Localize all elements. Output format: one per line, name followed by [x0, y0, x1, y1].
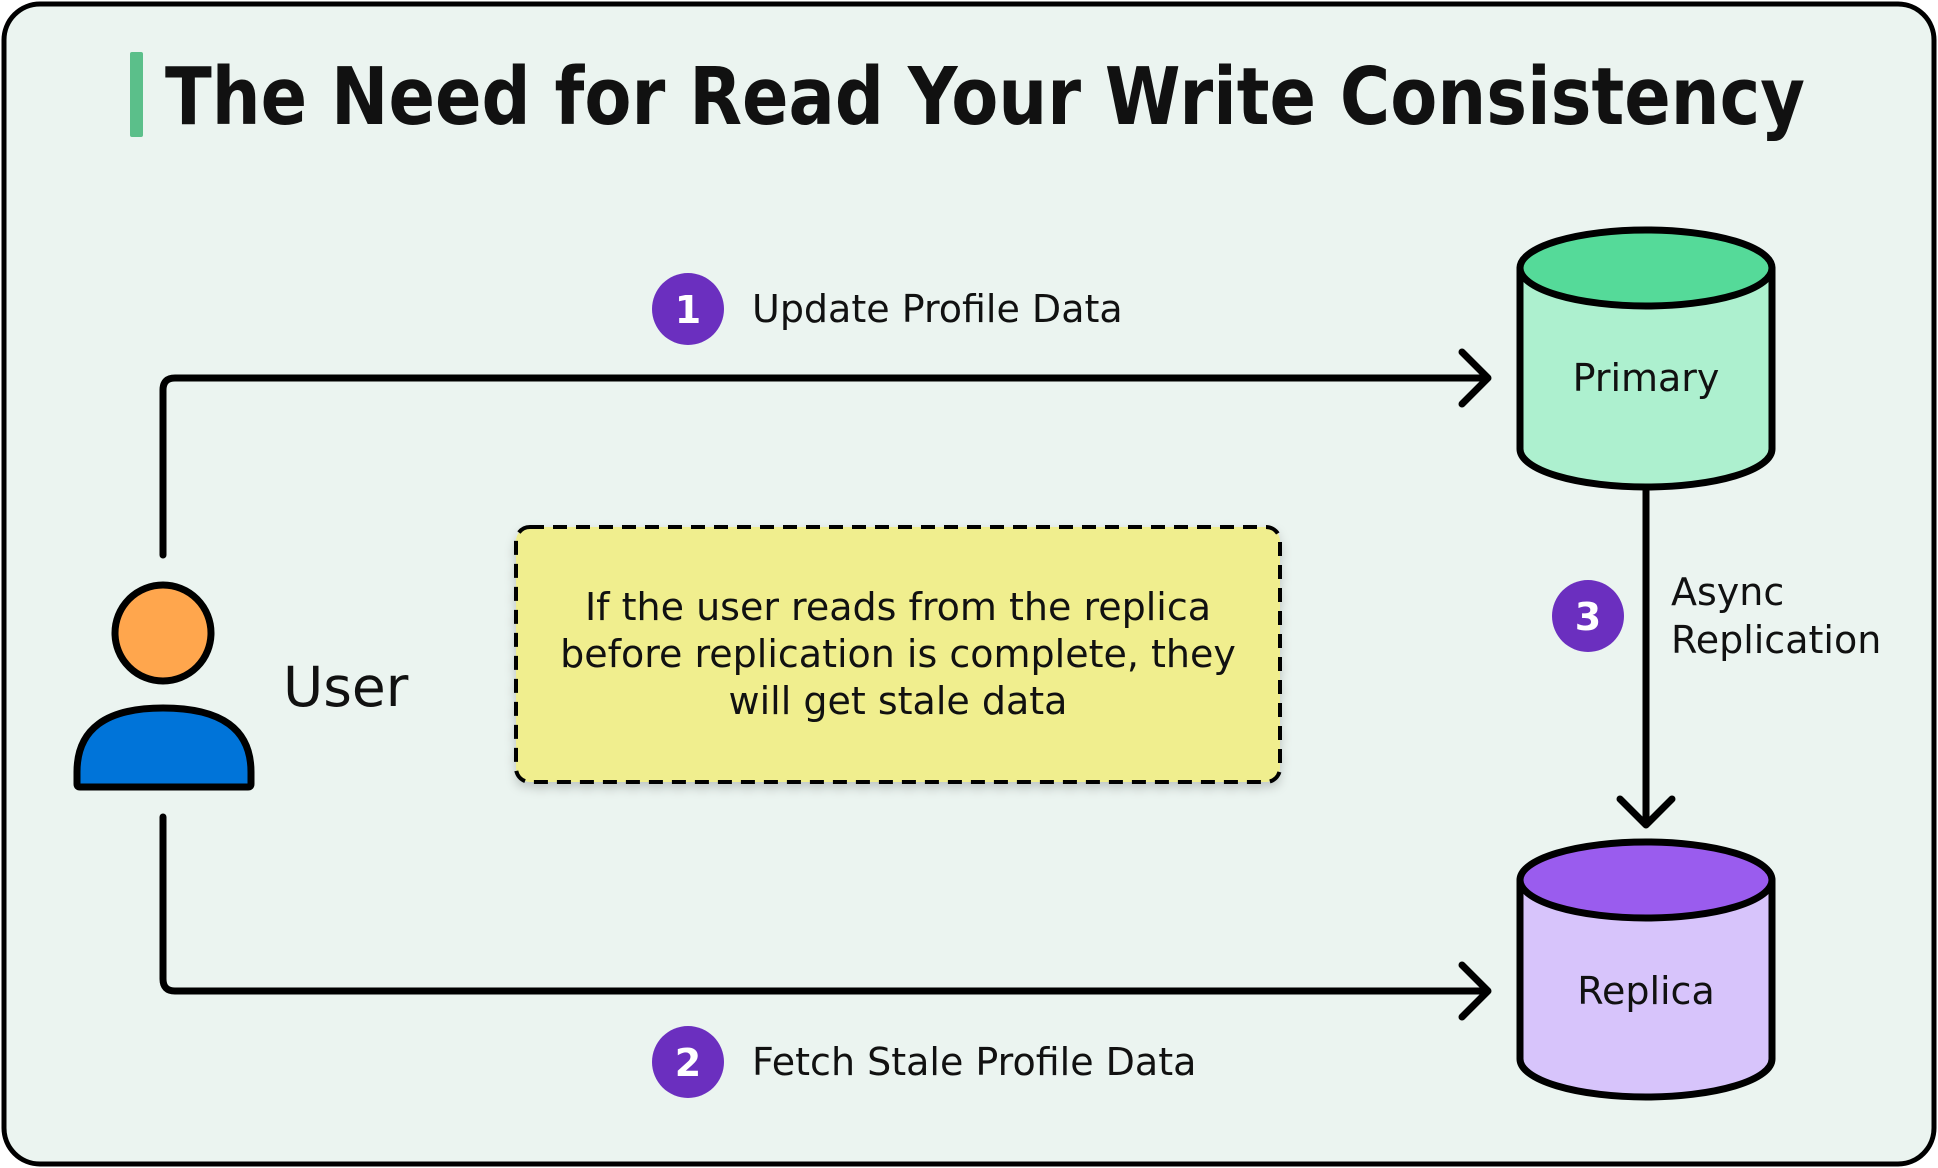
note-line-3: will get stale data — [729, 679, 1068, 723]
primary-db-top — [1516, 226, 1776, 310]
stale-data-note: If the user reads from the replica befor… — [514, 525, 1282, 784]
step-3-badge — [1552, 580, 1624, 652]
primary-db-body — [1516, 264, 1776, 491]
step-3: 3 Async Replication — [1552, 570, 1881, 662]
user-head-shape — [111, 581, 215, 685]
replication-arrowhead — [1616, 795, 1676, 829]
step-1-badge — [652, 273, 724, 345]
replica-database: Replica — [1516, 838, 1776, 1101]
replica-db-label: Replica — [1577, 969, 1715, 1013]
step-2-number: 2 — [675, 1041, 701, 1085]
user-label: User — [283, 655, 409, 719]
step-3-label-line1: Async — [1671, 570, 1784, 614]
step-3-label-line2: Replication — [1671, 618, 1881, 662]
step-3-number: 3 — [1575, 595, 1601, 639]
fetch-arrowhead — [1458, 961, 1492, 1021]
fetch-arrow-line — [159, 813, 1490, 995]
title-accent-bar — [130, 52, 143, 137]
step-2-label: Fetch Stale Profile Data — [752, 1040, 1196, 1084]
user-icon — [73, 581, 255, 791]
note-box — [514, 525, 1282, 784]
update-arrow-line — [159, 374, 1490, 559]
step-2-badge — [652, 1026, 724, 1098]
step-1-number: 1 — [675, 288, 701, 332]
primary-database: Primary — [1516, 226, 1776, 491]
step-1-label: Update Profile Data — [752, 287, 1123, 331]
step-1: 1 Update Profile Data — [652, 273, 1123, 345]
note-line-1: If the user reads from the replica — [585, 585, 1211, 629]
replica-db-body — [1516, 876, 1776, 1101]
note-line-2: before replication is complete, they — [560, 632, 1236, 676]
page-title: The Need for Read Your Write Consistency — [165, 51, 1805, 143]
update-arrowhead — [1458, 348, 1492, 408]
step-2: 2 Fetch Stale Profile Data — [652, 1026, 1196, 1098]
user-body-shape — [73, 704, 255, 791]
replica-db-top — [1516, 838, 1776, 922]
primary-db-label: Primary — [1573, 356, 1720, 400]
